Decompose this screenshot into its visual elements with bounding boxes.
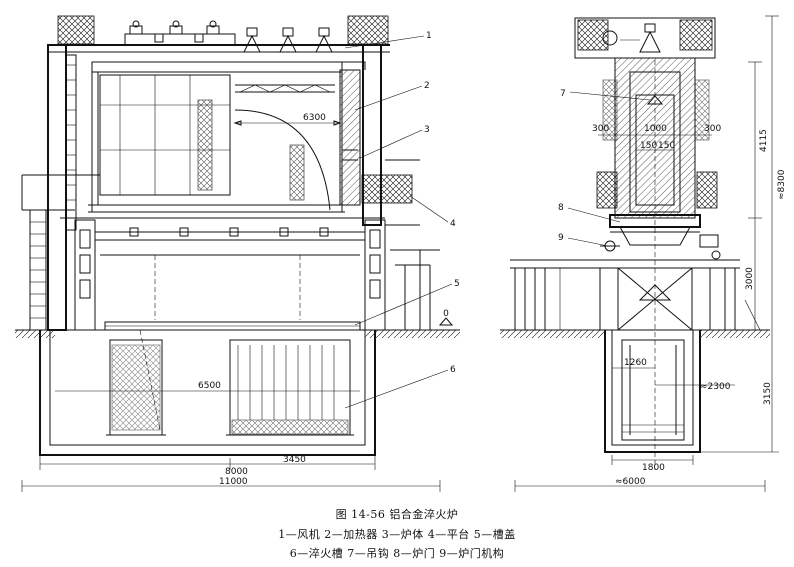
side-furnace-body — [596, 57, 718, 470]
side-fan-housing — [574, 17, 716, 59]
dim-tank-depth-span: 3450 — [283, 455, 306, 465]
side-inner-dims: 300 1000 300 150 150 — [592, 124, 721, 151]
dim-ground-level: 0 — [443, 309, 449, 319]
dim-heater-span-label: 6300 — [303, 113, 326, 123]
dim-pit-2300: ≈2300 — [700, 382, 731, 392]
dim-side-150-right: 150 — [658, 141, 675, 151]
front-elevation: 0 6300 6500 8000 3450 11000 — [15, 15, 460, 492]
dim-tank-inner: 6500 — [55, 381, 360, 392]
callout-4: 4 — [450, 219, 456, 229]
dim-side-150-left: 150 — [640, 141, 657, 151]
side-vertical-dims: 4115 ≈8300 3000 3150 — [700, 15, 787, 453]
side-elevation: 300 1000 300 150 150 4115 ≈8300 3000 315… — [500, 15, 787, 492]
callout-9: 9 — [558, 233, 564, 243]
legend-line-2: 6—淬火槽 7—吊钩 8—炉门 9—炉门机构 — [289, 547, 505, 560]
callouts-side: 7 8 9 — [558, 89, 651, 247]
quench-basket-left — [106, 339, 166, 436]
callouts-front: 1 2 3 4 5 6 — [344, 31, 460, 409]
furnace-drawing: 0 6300 6500 8000 3450 11000 — [15, 15, 787, 492]
dim-overall-length-label: 11000 — [219, 477, 248, 487]
side-pit-dims: 1260 ≈2300 1800 ≈6000 — [514, 358, 766, 492]
dim-depth-3150: 3150 — [763, 382, 773, 405]
quench-tank — [39, 330, 376, 456]
callout-3: 3 — [424, 125, 430, 135]
furnace-chamber — [60, 61, 385, 219]
quench-basket-right — [226, 339, 354, 436]
callout-5: 5 — [454, 279, 460, 289]
dim-side-1000: 1000 — [644, 124, 667, 134]
dim-pit-1260: 1260 — [624, 358, 647, 368]
callout-7: 7 — [560, 89, 566, 99]
dim-base-1800: 1800 — [642, 463, 665, 473]
side-door — [600, 214, 721, 260]
callout-8: 8 — [558, 203, 564, 213]
side-lower-frame — [510, 259, 761, 331]
dim-side-300-left: 300 — [592, 124, 609, 134]
dim-overall-6000: ≈6000 — [615, 477, 646, 487]
dim-overall-length: 11000 — [21, 477, 441, 492]
furnace-frame — [47, 15, 390, 331]
dim-side-300-right: 300 — [704, 124, 721, 134]
dim-pit-width: 8000 — [225, 467, 248, 477]
dim-height-3000: 3000 — [745, 267, 755, 290]
dim-height-8300: ≈8300 — [777, 169, 787, 200]
platform — [361, 159, 420, 226]
figure-title: 图 14-56 铝合金淬火炉 — [335, 508, 459, 521]
ladder — [21, 174, 100, 330]
callout-6: 6 — [450, 365, 456, 375]
dim-tank-inner-label: 6500 — [198, 381, 221, 391]
fan-units — [124, 20, 340, 53]
dim-pit: 8000 3450 — [39, 455, 376, 477]
side-pit — [604, 330, 701, 453]
legend-line-1: 1—风机 2—加热器 3—炉体 4—平台 5—槽盖 — [278, 528, 516, 541]
callout-2: 2 — [424, 81, 430, 91]
heater — [330, 61, 366, 206]
fan-motors — [240, 27, 340, 53]
dim-heater-span: 6300 — [233, 113, 342, 126]
ground-level-marker: 0 — [438, 309, 454, 326]
dim-height-4115: 4115 — [759, 129, 769, 152]
lower-frame — [74, 219, 386, 331]
callout-1: 1 — [426, 31, 432, 41]
